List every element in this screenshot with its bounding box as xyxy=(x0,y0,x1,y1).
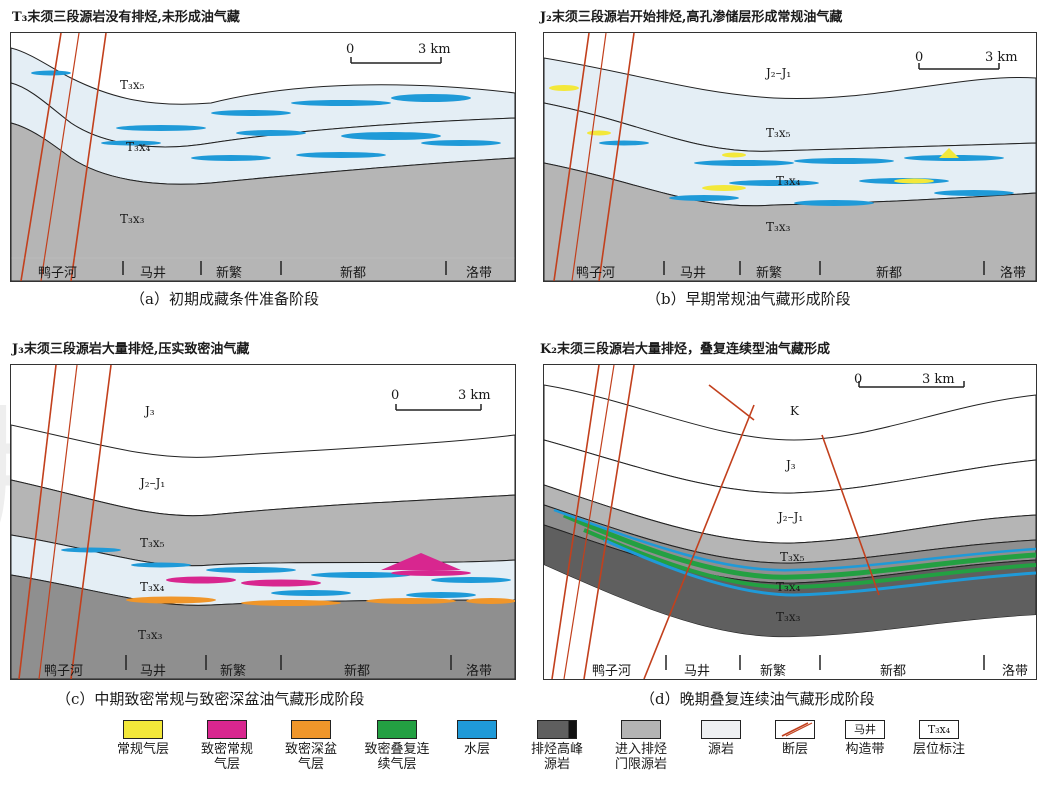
legend-item: 致密叠复连续气层 xyxy=(354,720,440,772)
panel-c-title: J₃末须三段源岩大量排烃,压实致密油气藏 xyxy=(12,342,250,357)
legend-label: 排烃高峰源岩 xyxy=(530,742,583,772)
panel-c-zone-label: 新繁 xyxy=(220,664,247,679)
panel-a-title: T₃末须三段源岩没有排烃,未形成油气藏 xyxy=(12,10,240,25)
panel-b-layer-label: T₃x₃ xyxy=(766,220,791,234)
panel-c-zone-label: 鸭子河 xyxy=(44,664,84,679)
panel-b-title: J₂末须三段源岩开始排烃,高孔渗储层形成常规油气藏 xyxy=(540,10,843,25)
panel-d-layer-label: K xyxy=(790,404,799,418)
panel-a-scale-zero: 0 xyxy=(346,42,355,57)
panel-c-zone-label: 新都 xyxy=(344,664,371,679)
legend: 常规气层 致密常规气层 致密深盆气层 致密叠复连续气层 水层 排烃高峰源岩 进入… xyxy=(100,720,1000,786)
panel-b-zone-label: 新繁 xyxy=(756,266,783,281)
panel-b-zone-label: 新都 xyxy=(876,266,903,281)
panel-d-title: K₂末须三段源岩大量排烃，叠复连续型油气藏形成 xyxy=(540,342,830,357)
panel-b-zone-label: 洛带 xyxy=(1000,266,1027,281)
panel-a-scale-km: 3 km xyxy=(418,42,451,57)
legend-label: 致密叠复连续气层 xyxy=(364,742,430,772)
panel-d-layer-label: J₂–J₁ xyxy=(778,510,804,524)
legend-label: 致密常规气层 xyxy=(200,742,253,772)
legend-label: 断层 xyxy=(781,742,808,757)
panel-a-zone-label: 新都 xyxy=(340,266,367,281)
panel-c-layer-label: T₃x₅ xyxy=(140,536,165,550)
peak-source-swatch xyxy=(537,720,577,739)
panel-b-section xyxy=(543,32,1037,282)
panel-d-layer-label: T₃x₃ xyxy=(776,610,801,624)
legend-label: 水层 xyxy=(463,742,490,757)
panel-c-zone-label: 洛带 xyxy=(466,664,493,679)
panel-b-scale-km: 3 km xyxy=(985,50,1018,65)
panel-c-layer-label: T₃x₃ xyxy=(138,628,163,642)
panel-a-diagram xyxy=(11,33,515,281)
legend-label: 致密深盆气层 xyxy=(284,742,337,772)
legend-label: 常规气层 xyxy=(116,742,169,757)
water-layer-swatch xyxy=(457,720,497,739)
legend-item: 源岩 xyxy=(678,720,764,757)
panel-d-diagram xyxy=(544,365,1036,679)
panel-d-zone-label: 洛带 xyxy=(1002,664,1029,679)
panel-d-zone-label: 新繁 xyxy=(760,664,787,679)
panel-d-scale-zero: 0 xyxy=(854,372,863,387)
panel-d-layer-label: T₃x₅ xyxy=(780,550,805,564)
fault-icon xyxy=(775,720,815,739)
panel-d-zone-label: 新都 xyxy=(880,664,907,679)
panel-a-layer-label: T₃x₄ xyxy=(126,140,151,154)
legend-item: 常规气层 xyxy=(100,720,186,757)
legend-item: 马井 构造带 xyxy=(822,720,908,757)
panel-c-caption: （c）中期致密常规与致密深盆油气藏形成阶段 xyxy=(56,690,365,708)
panel-b-zone-label: 马井 xyxy=(680,266,707,281)
panel-a-caption: （a）初期成藏条件准备阶段 xyxy=(130,290,319,308)
legend-item: 断层 xyxy=(752,720,838,757)
gas-layer-swatch xyxy=(123,720,163,739)
continuous-gas-swatch xyxy=(377,720,417,739)
panel-b-layer-label: T₃x₅ xyxy=(766,126,791,140)
panel-d-zone-label: 马井 xyxy=(684,664,711,679)
horizon-tag: T₃x₄ xyxy=(919,720,959,739)
panel-b-diagram xyxy=(544,33,1036,281)
legend-label: 构造带 xyxy=(845,742,885,757)
panel-d-section xyxy=(543,364,1037,680)
panel-a-layer-label: T₃x₃ xyxy=(120,212,145,226)
panel-a-zone-label: 新繁 xyxy=(216,266,243,281)
legend-item: 致密深盆气层 xyxy=(268,720,354,772)
panel-c-layer-label: J₃ xyxy=(145,404,155,418)
panel-c-layer-label: J₂–J₁ xyxy=(140,476,166,490)
legend-item: 排烃高峰源岩 xyxy=(514,720,600,772)
tight-gas-swatch xyxy=(207,720,247,739)
panel-d-scale-km: 3 km xyxy=(922,372,955,387)
panel-a-layer-label: T₃x₅ xyxy=(120,78,145,92)
panel-c-scale-km: 3 km xyxy=(458,388,491,403)
structural-zone-tag: 马井 xyxy=(845,720,885,739)
legend-item: 水层 xyxy=(434,720,520,757)
legend-label: 层位标注 xyxy=(912,742,965,757)
panel-b-scale-zero: 0 xyxy=(915,50,924,65)
panel-b-caption: （b）早期常规油气藏形成阶段 xyxy=(646,290,851,308)
legend-item: 进入排烃门限源岩 xyxy=(598,720,684,772)
source-rock-swatch xyxy=(701,720,741,739)
panel-c-section xyxy=(10,364,516,680)
panel-b-zone-label: 鸭子河 xyxy=(576,266,616,281)
panel-a-zone-label: 鸭子河 xyxy=(38,266,78,281)
panel-b-layer-label: J₂–J₁ xyxy=(766,66,792,80)
threshold-source-swatch xyxy=(621,720,661,739)
panel-a-zone-label: 马井 xyxy=(140,266,167,281)
panel-c-scale-zero: 0 xyxy=(391,388,400,403)
panel-d-caption: （d）晚期叠复连续油气藏形成阶段 xyxy=(640,690,875,708)
panel-d-layer-label: J₃ xyxy=(786,458,796,472)
panel-c-zone-label: 马井 xyxy=(140,664,167,679)
panel-b-layer-label: T₃x₄ xyxy=(776,174,801,188)
panel-d-layer-label: T₃x₄ xyxy=(776,580,801,594)
panel-c-layer-label: T₃x₄ xyxy=(140,580,165,594)
panel-d-zone-label: 鸭子河 xyxy=(592,664,632,679)
legend-item: T₃x₄ 层位标注 xyxy=(896,720,982,757)
panel-a-zone-label: 洛带 xyxy=(466,266,493,281)
panel-c-diagram xyxy=(11,365,515,679)
deep-basin-swatch xyxy=(291,720,331,739)
legend-item: 致密常规气层 xyxy=(184,720,270,772)
legend-label: 源岩 xyxy=(707,742,734,757)
panel-a-section xyxy=(10,32,516,282)
legend-label: 进入排烃门限源岩 xyxy=(614,742,667,772)
